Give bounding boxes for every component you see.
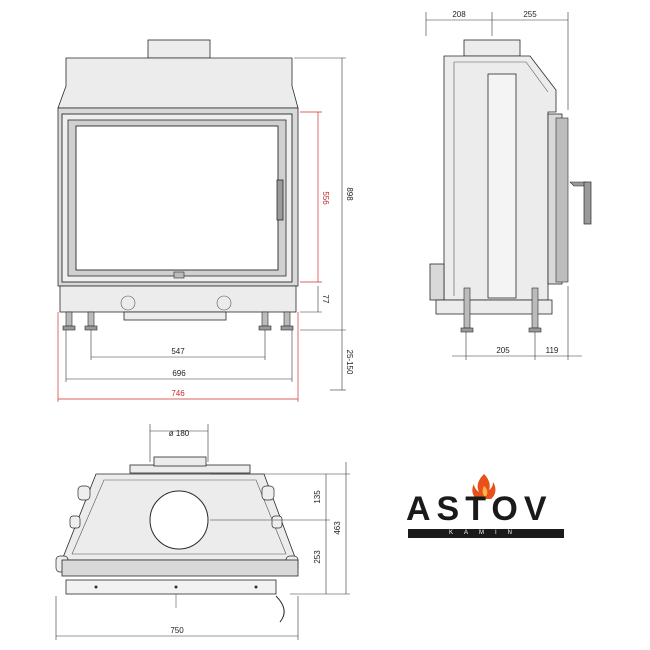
front-dim-outer-width: 746	[57, 312, 299, 402]
side-dim-bottom: 205 119	[452, 286, 582, 360]
top-bracket-rear-left	[77, 485, 91, 501]
front-dim-leg-range-label: 25-150	[345, 350, 354, 375]
top-dim-flue-diameter: ø 180	[149, 424, 209, 462]
front-dim-leg-range: 25-150	[330, 330, 354, 391]
side-view: 208 255 205 119	[425, 10, 592, 360]
side-dim-top-depth-label: 208	[452, 10, 466, 19]
top-bracket-mid-left	[69, 515, 81, 529]
front-dim-glass-height-label: 556	[321, 191, 330, 205]
top-flue-stub	[153, 456, 207, 467]
front-flue-collar	[147, 39, 211, 59]
front-hood	[57, 57, 299, 109]
side-dim-bottom-depth-label: 205	[496, 346, 510, 355]
front-dim-inner-width-label: 696	[172, 369, 186, 378]
top-door	[65, 579, 277, 595]
top-flue-opening	[149, 490, 209, 550]
astov-logo: ASTOV KAMIN	[404, 478, 576, 548]
front-door-latch	[173, 271, 185, 279]
logo-wordmark: ASTOV	[406, 490, 553, 528]
front-dim-base-height-label: 77	[321, 295, 330, 304]
front-ash-drawer	[123, 311, 227, 321]
top-bracket-rear-right	[261, 485, 275, 501]
front-dim-outer-width-label: 746	[171, 389, 185, 398]
top-front-frame	[61, 559, 299, 577]
front-dim-base-height: 77	[300, 286, 330, 313]
front-air-vent-left	[120, 295, 136, 311]
side-handle	[583, 181, 592, 225]
side-rear-spigot	[429, 263, 445, 301]
side-air-channel	[487, 73, 517, 299]
front-dim-leg-spacing-label: 547	[171, 347, 185, 356]
top-dim-front-to-flue-label: 253	[313, 550, 322, 564]
front-legs	[62, 311, 294, 331]
logo-tagline: KAMIN	[408, 529, 564, 538]
top-dim-width-label: 750	[170, 626, 184, 635]
front-dim-total-height-label: 898	[345, 187, 354, 201]
top-dim-total-depth-label: 463	[333, 521, 342, 535]
front-view: 556 898 77 25-150 547 6	[57, 39, 354, 402]
side-dim-top: 208 255	[425, 10, 569, 110]
front-air-vent-right	[216, 295, 232, 311]
logo-flame-icon	[472, 474, 496, 499]
front-dim-total-height: 898	[294, 57, 354, 331]
front-dim-inner-width: 696	[65, 330, 293, 382]
front-base	[59, 285, 297, 313]
front-glass	[75, 125, 279, 271]
top-view: ø 180 135 253 46	[55, 424, 350, 640]
side-dim-top-offset-label: 255	[523, 10, 537, 19]
top-dim-right: 135 253 463	[210, 462, 350, 595]
top-dim-rear-to-flue-label: 135	[313, 490, 322, 504]
front-dim-leg-spacing: 547	[90, 330, 266, 360]
front-door-handle	[276, 179, 284, 221]
side-legs	[460, 287, 542, 333]
top-dim-width: 750	[55, 596, 299, 640]
top-dim-flue-diameter-label: ø 180	[169, 429, 190, 438]
front-dim-glass-height: 556	[300, 111, 330, 283]
top-handle	[275, 595, 285, 623]
side-flue-collar	[463, 39, 521, 57]
top-bracket-mid-right	[271, 515, 283, 529]
side-dim-bottom-offset-label: 119	[546, 346, 559, 355]
